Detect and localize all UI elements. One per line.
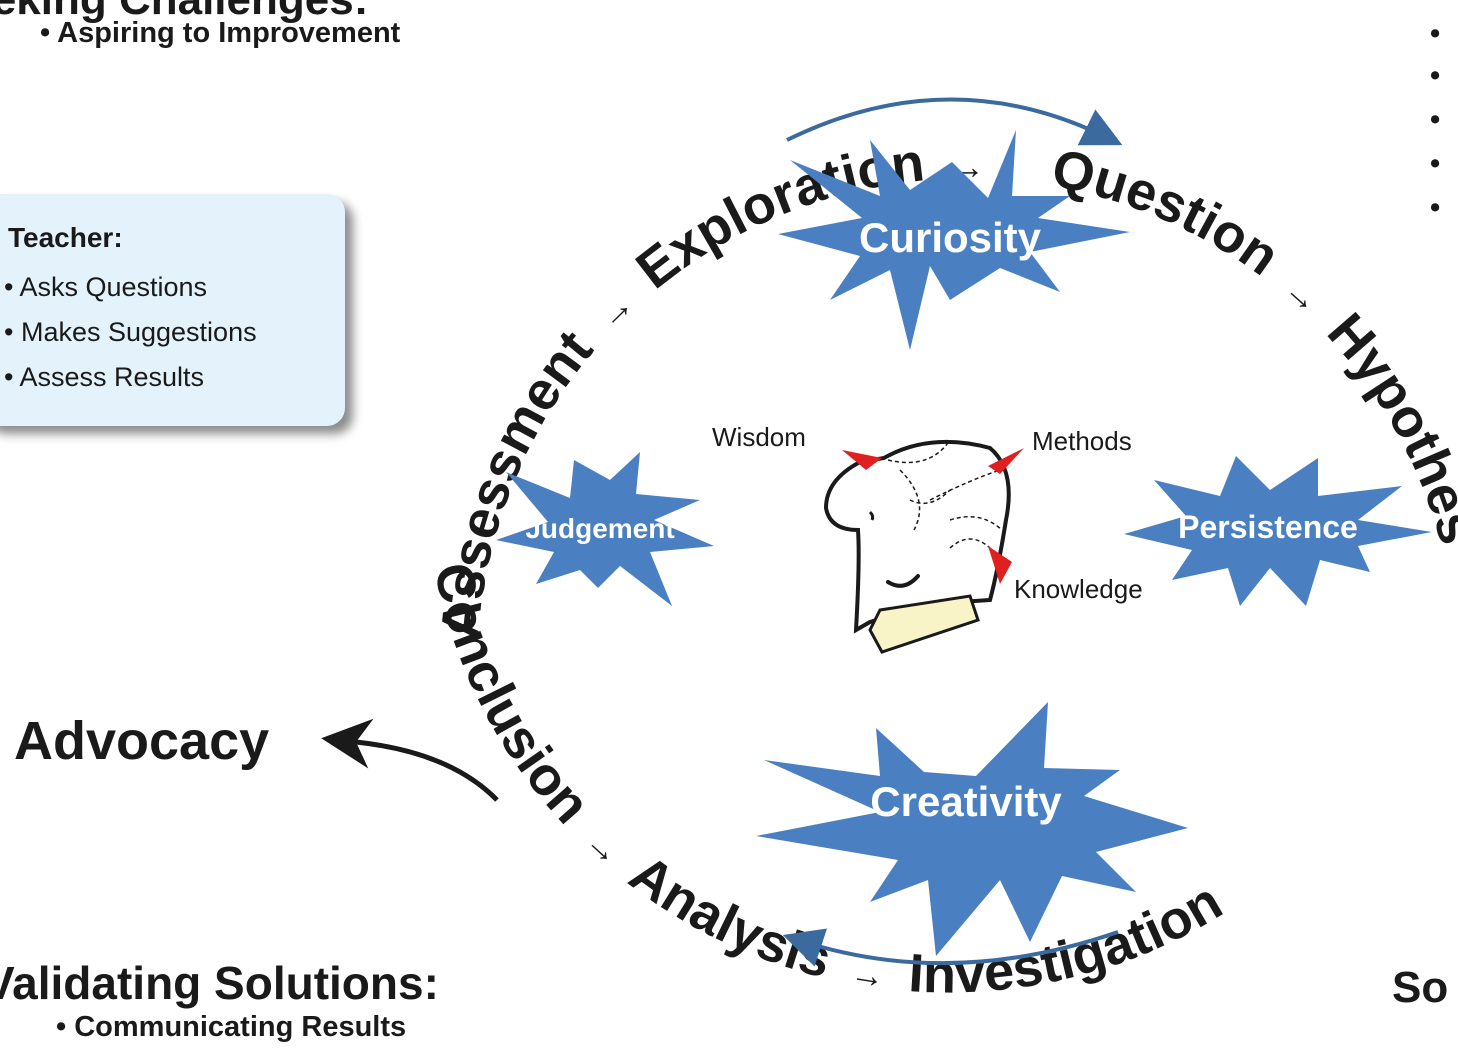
validating-solutions-heading: Validating Solutions: <box>0 957 439 1009</box>
knowledge-label: Knowledge <box>1014 574 1143 604</box>
persistence-label: Persistence <box>1178 509 1358 545</box>
bottom-flow-arc <box>782 928 1119 967</box>
aspiring-bullet: • Aspiring to Improvement <box>40 17 401 49</box>
top-flow-arc <box>786 97 1123 146</box>
knowledge-pointer <box>988 546 1012 584</box>
right-bullet-4: • <box>1430 148 1441 180</box>
curiosity-star <box>778 130 1130 350</box>
right-bullet-5: • <box>1430 192 1441 224</box>
right-bullet-2: • <box>1430 60 1441 92</box>
teacher-title: Teacher: <box>8 222 123 253</box>
persistence-star <box>1124 456 1432 606</box>
right-bullet-1: • <box>1430 18 1441 50</box>
wisdom-label: Wisdom <box>712 422 806 452</box>
bottom-right-heading: So <box>1392 963 1449 1012</box>
cycle-arrow-3: → <box>1277 271 1328 322</box>
cycle-word-analysis: Analysis <box>619 843 837 989</box>
judgement-label: Judgement <box>525 513 674 544</box>
seeking-challenges-heading: Seeking Challenges: <box>0 0 368 22</box>
cycle-word-conclusion: Conclusion <box>422 557 601 835</box>
creativity-label: Creativity <box>870 778 1062 825</box>
wisdom-pointer <box>842 450 882 470</box>
cycle-word-question: Question <box>1047 138 1290 287</box>
curiosity-label: Curiosity <box>859 214 1042 261</box>
teacher-item-makes-suggestions: • Makes Suggestions <box>4 317 257 347</box>
creativity-star <box>756 702 1188 956</box>
teacher-item-asks-questions: • Asks Questions <box>4 272 208 302</box>
cycle-arrow-4: → <box>578 823 629 874</box>
teacher-box: Teacher: • Asks Questions • Makes Sugges… <box>0 194 345 426</box>
methods-pointer <box>988 448 1024 474</box>
teacher-item-assess-results: • Assess Results <box>4 362 205 392</box>
advocacy-label: Advocacy <box>14 711 270 771</box>
cycle-arrow-1: → <box>590 286 641 337</box>
right-bullet-3: • <box>1430 104 1441 136</box>
advocacy-arrow <box>321 718 499 802</box>
thinking-head <box>823 439 1011 654</box>
methods-label: Methods <box>1032 426 1132 456</box>
judgement-star <box>496 452 714 606</box>
communicating-results-bullet: • Communicating Results <box>56 1011 407 1043</box>
